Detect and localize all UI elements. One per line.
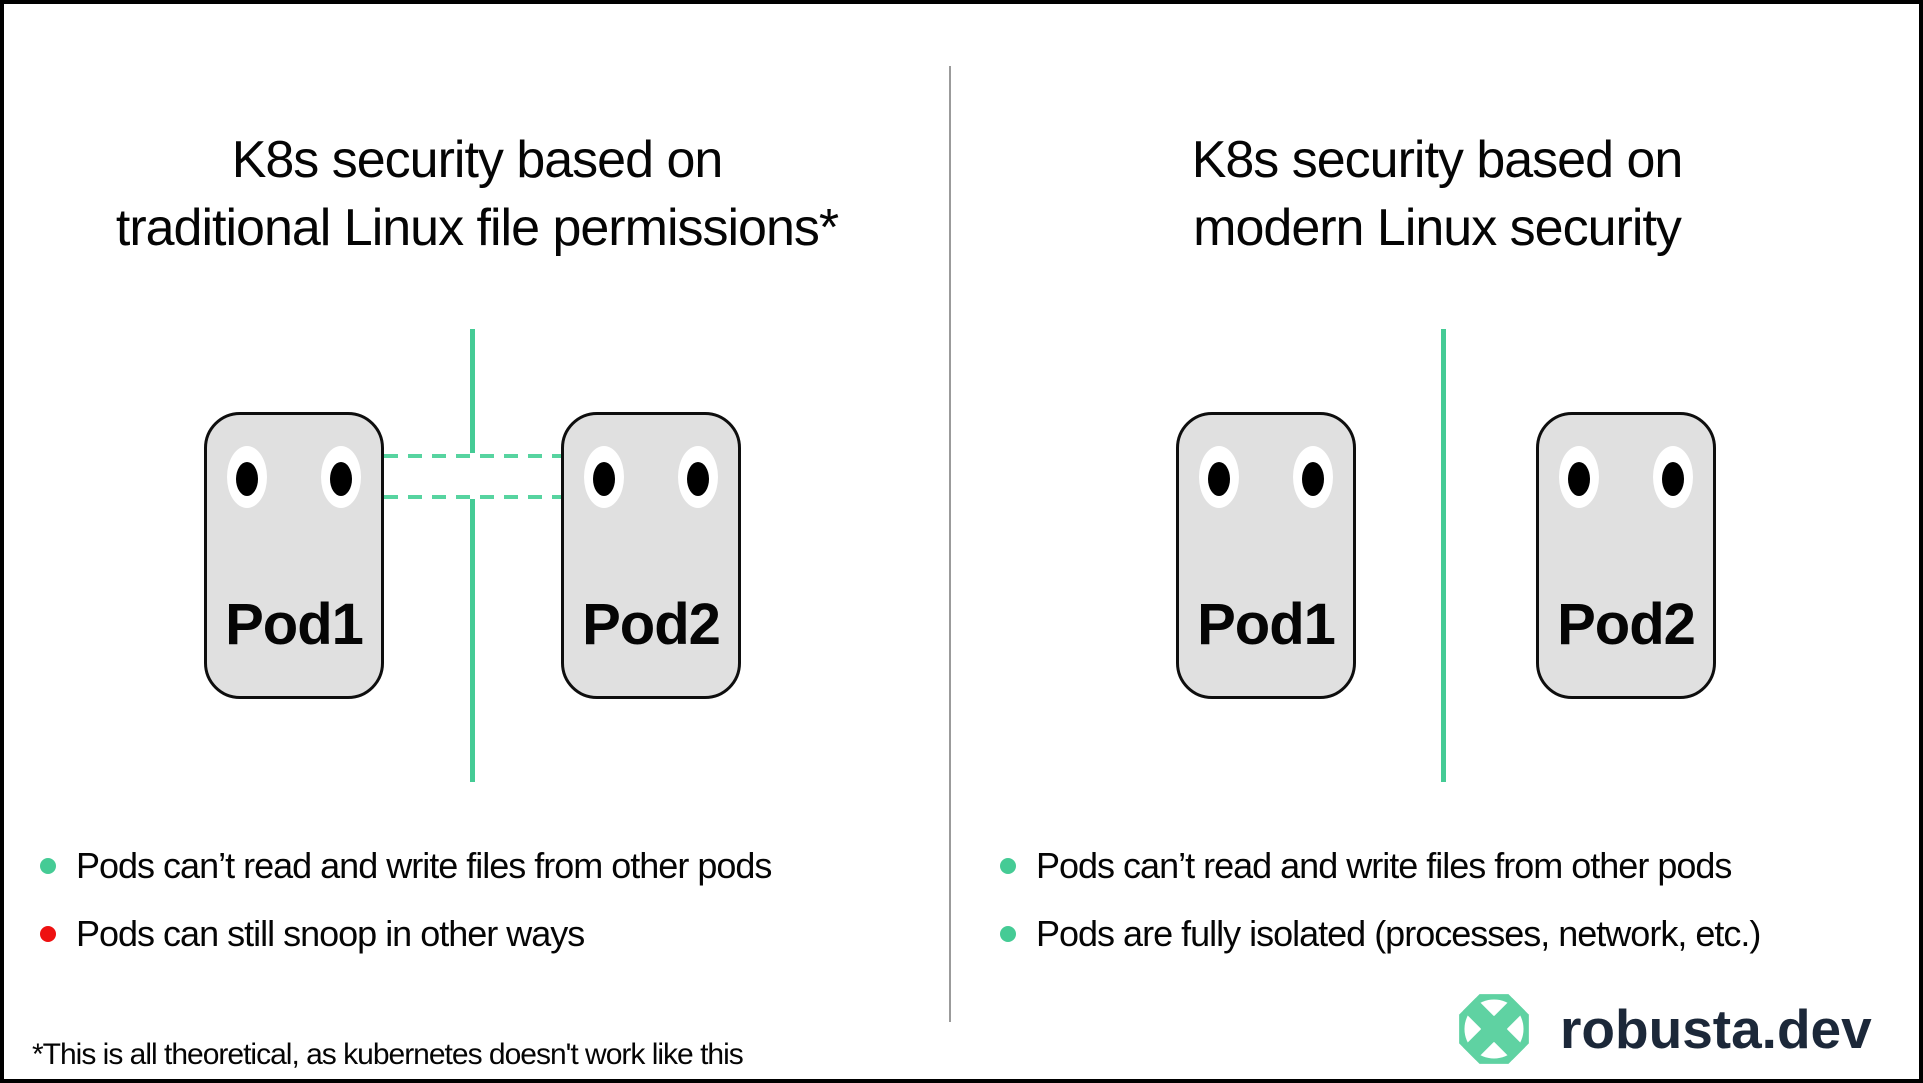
right-pod2: Pod2 [1536, 412, 1716, 699]
pod-label: Pod2 [1557, 592, 1696, 657]
left-title-line2: traditional Linux file permissions* [115, 199, 839, 257]
snoop-dashed-link-bottom [384, 495, 562, 499]
right-security-wall [1441, 329, 1446, 782]
pupil-icon [1302, 462, 1324, 496]
footnote: *This is all theoretical, as kubernetes … [32, 1038, 744, 1071]
eye-icon [1653, 446, 1693, 508]
pod-label: Pod2 [582, 592, 721, 657]
left-bullet-1: Pods can’t read and write files from oth… [40, 845, 772, 886]
left-pod1: Pod1 [204, 412, 384, 699]
green-bullet-icon [40, 858, 56, 874]
left-security-wall-upper [470, 329, 475, 453]
left-panel-title: K8s security based on traditional Linux … [4, 126, 950, 262]
robusta-octagon-wheel-icon [1459, 994, 1529, 1064]
right-bullet-1: Pods can’t read and write files from oth… [1000, 845, 1732, 886]
green-bullet-icon [1000, 858, 1016, 874]
left-security-wall-lower [470, 499, 475, 782]
right-title-line2: modern Linux security [1193, 199, 1682, 257]
bullet-text: Pods can’t read and write files from oth… [1036, 845, 1732, 886]
left-bullet-2: Pods can still snoop in other ways [40, 913, 585, 954]
bullet-text: Pods can’t read and write files from oth… [76, 845, 772, 886]
eye-icon [321, 446, 361, 508]
right-bullet-2: Pods are fully isolated (processes, netw… [1000, 913, 1761, 954]
eye-icon [227, 446, 267, 508]
bullet-text: Pods are fully isolated (processes, netw… [1036, 913, 1761, 954]
pupil-icon [236, 462, 258, 496]
red-bullet-icon [40, 926, 56, 942]
bullet-text: Pods can still snoop in other ways [76, 913, 585, 954]
brand-wordmark: robusta.dev [1560, 998, 1872, 1060]
left-pod2: Pod2 [561, 412, 741, 699]
right-pod1: Pod1 [1176, 412, 1356, 699]
eye-icon [1559, 446, 1599, 508]
eye-icon [1293, 446, 1333, 508]
left-title-line1: K8s security based on [231, 131, 724, 189]
pupil-icon [1662, 462, 1684, 496]
pod-label: Pod1 [225, 592, 364, 657]
green-bullet-icon [1000, 926, 1016, 942]
eye-icon [1199, 446, 1239, 508]
pupil-icon [593, 462, 615, 496]
center-divider-line [949, 66, 951, 1022]
pupil-icon [1208, 462, 1230, 496]
snoop-dashed-link-top [384, 454, 562, 458]
eye-icon [584, 446, 624, 508]
eye-icon [678, 446, 718, 508]
right-title-line1: K8s security based on [1191, 131, 1684, 189]
pupil-icon [330, 462, 352, 496]
pupil-icon [687, 462, 709, 496]
pod-label: Pod1 [1197, 592, 1336, 657]
pupil-icon [1568, 462, 1590, 496]
right-panel-title: K8s security based on modern Linux secur… [954, 126, 1919, 262]
